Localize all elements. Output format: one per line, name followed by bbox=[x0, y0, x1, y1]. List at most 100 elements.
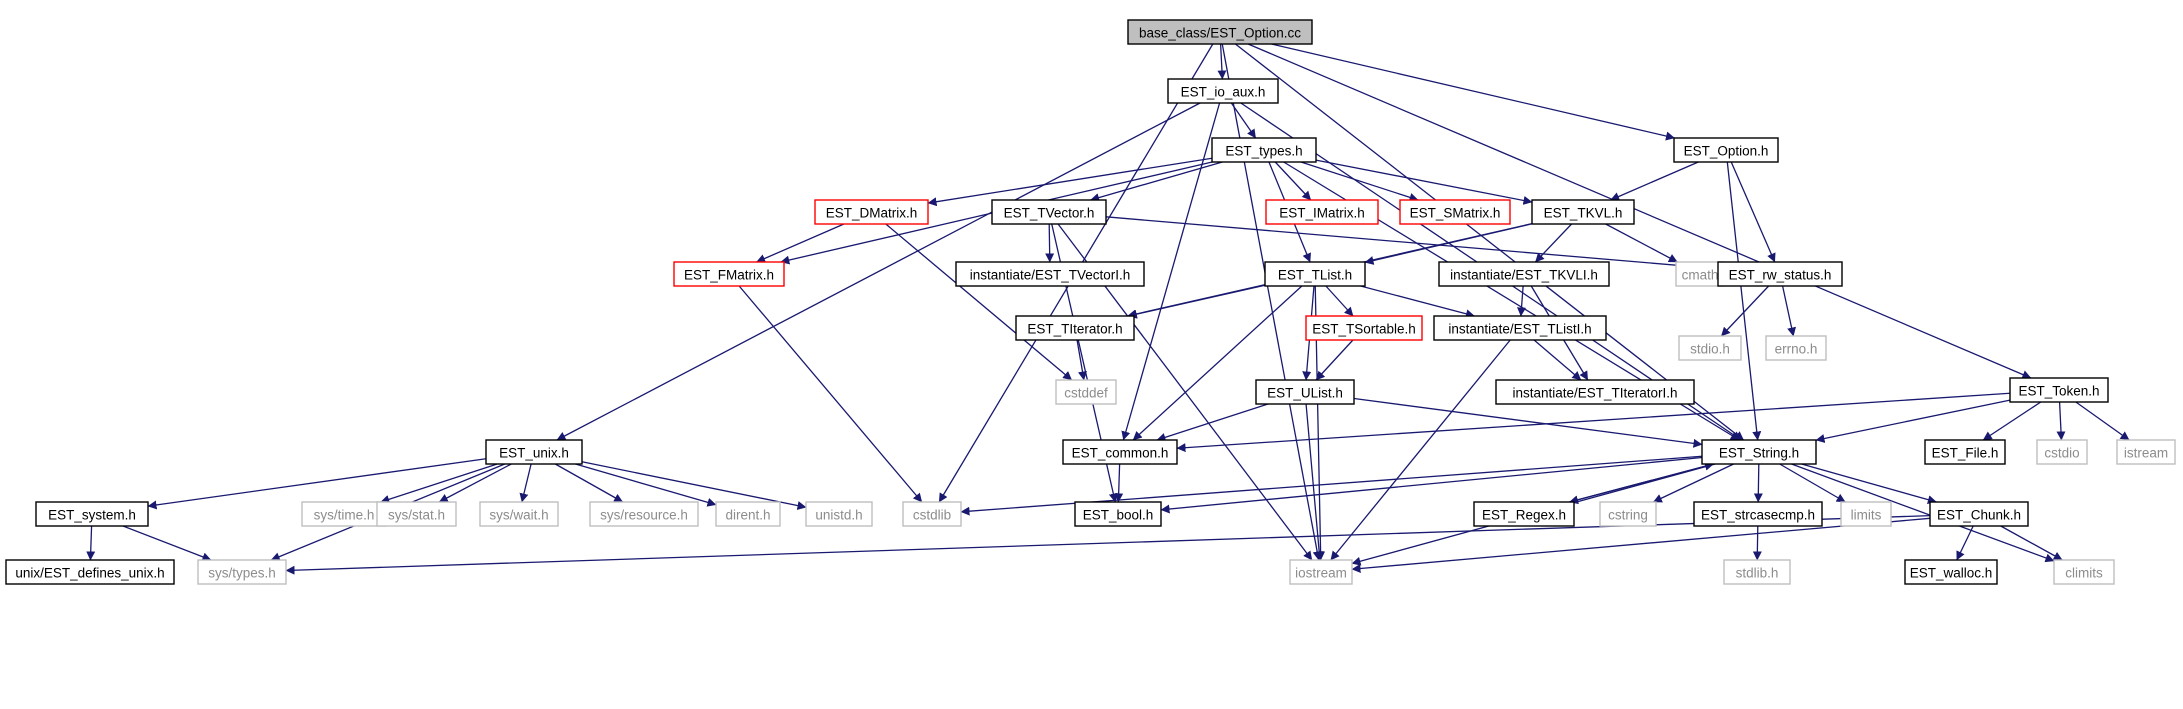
node-box bbox=[1924, 439, 2006, 465]
node-stdlib_h: stdlib.h bbox=[1723, 559, 1791, 585]
node-box bbox=[479, 501, 559, 527]
edge-tlist-to-titerator bbox=[1127, 284, 1266, 319]
node-label: istream bbox=[2124, 446, 2168, 461]
node-tlist[interactable]: EST_TList.h bbox=[1264, 261, 1366, 287]
node-label: cstddef bbox=[1064, 386, 1108, 401]
node-climits: climits bbox=[2053, 559, 2115, 585]
node-box bbox=[1929, 501, 2029, 527]
node-titerator[interactable]: EST_TIterator.h bbox=[1015, 315, 1135, 341]
node-titeratori[interactable]: instantiate/EST_TIteratorI.h bbox=[1495, 379, 1695, 405]
node-root[interactable]: base_class/EST_Option.cc bbox=[1127, 19, 1313, 45]
edge-chunk-to-iostream bbox=[1351, 517, 1931, 573]
node-cstddef: cstddef bbox=[1055, 379, 1117, 405]
edge-strcasecmp-to-stdlib_h bbox=[1752, 525, 1762, 561]
edge-tkvli-to-tlisti bbox=[1517, 285, 1527, 317]
node-label: EST_io_aux.h bbox=[1181, 85, 1266, 100]
node-box bbox=[1673, 137, 1779, 163]
node-label: EST_Token.h bbox=[2018, 384, 2099, 399]
node-label: EST_Chunk.h bbox=[1937, 508, 2021, 523]
node-box bbox=[1473, 501, 1575, 527]
edge-unix_h-to-dirent bbox=[575, 463, 717, 507]
edge-token-to-string bbox=[1815, 399, 2011, 443]
node-chunk[interactable]: EST_Chunk.h bbox=[1929, 501, 2029, 527]
node-token[interactable]: EST_Token.h bbox=[2009, 377, 2109, 403]
node-box bbox=[1904, 559, 1998, 585]
node-label: cstring bbox=[1608, 508, 1648, 523]
edge-chunk-to-climits bbox=[2000, 525, 2063, 561]
edge-chunk-to-walloc bbox=[1956, 525, 1974, 561]
node-label: stdio.h bbox=[1690, 342, 1730, 357]
node-label: EST_File.h bbox=[1932, 446, 1999, 461]
node-sysres: sys/resource.h bbox=[589, 501, 699, 527]
edge-unix_h-to-sysstat bbox=[438, 463, 512, 503]
node-tlisti[interactable]: instantiate/EST_TListI.h bbox=[1433, 315, 1607, 341]
node-label: cstdlib bbox=[913, 508, 951, 523]
edge-tsortable-to-ulist bbox=[1315, 339, 1354, 381]
edge-token-to-cstdio bbox=[2056, 401, 2066, 441]
node-box bbox=[1055, 379, 1117, 405]
node-label: EST_UList.h bbox=[1267, 386, 1343, 401]
edge-tlisti-to-iostream bbox=[1330, 339, 1511, 561]
node-walloc[interactable]: EST_walloc.h bbox=[1904, 559, 1998, 585]
edge-tvector-to-tvectori bbox=[1045, 223, 1055, 263]
node-box bbox=[1840, 501, 1892, 527]
node-regex[interactable]: EST_Regex.h bbox=[1473, 501, 1575, 527]
node-strcasecmp[interactable]: EST_strcasecmp.h bbox=[1693, 501, 1823, 527]
edge-unix_h-to-system bbox=[147, 458, 487, 510]
node-label: cstdio bbox=[2044, 446, 2079, 461]
edge-io_aux-to-types bbox=[1230, 102, 1257, 139]
node-string[interactable]: EST_String.h bbox=[1701, 439, 1817, 465]
node-tkvl[interactable]: EST_TKVL.h bbox=[1531, 199, 1635, 225]
edge-system-to-systypes bbox=[122, 525, 212, 562]
node-box bbox=[1433, 315, 1607, 341]
edge-option_h-to-tkvl bbox=[1610, 161, 1699, 201]
node-tvectori[interactable]: instantiate/EST_TVectorI.h bbox=[955, 261, 1145, 287]
node-label: limits bbox=[1851, 508, 1882, 523]
node-cstdio: cstdio bbox=[2036, 439, 2088, 465]
node-label: dirent.h bbox=[725, 508, 770, 523]
edge-fmatrix-to-cstdlib bbox=[738, 285, 923, 503]
edge-root-to-iostream bbox=[1221, 43, 1322, 561]
node-tsortable[interactable]: EST_TSortable.h bbox=[1305, 315, 1423, 341]
node-label: EST_DMatrix.h bbox=[826, 206, 918, 221]
node-types[interactable]: EST_types.h bbox=[1211, 137, 1317, 163]
node-common[interactable]: EST_common.h bbox=[1062, 439, 1178, 465]
node-label: stdlib.h bbox=[1736, 566, 1779, 581]
node-dmatrix[interactable]: EST_DMatrix.h bbox=[814, 199, 929, 225]
node-box bbox=[1062, 439, 1178, 465]
node-tvector[interactable]: EST_TVector.h bbox=[991, 199, 1107, 225]
edge-tlisti-to-titeratori bbox=[1533, 339, 1582, 381]
node-box bbox=[1678, 335, 1742, 361]
node-label: base_class/EST_Option.cc bbox=[1139, 26, 1301, 41]
node-file_h[interactable]: EST_File.h bbox=[1924, 439, 2006, 465]
edge-rw_status-to-stdio_h bbox=[1720, 285, 1770, 337]
node-label: EST_IMatrix.h bbox=[1279, 206, 1365, 221]
node-tkvli[interactable]: instantiate/EST_TKVLI.h bbox=[1438, 261, 1610, 287]
node-label: EST_SMatrix.h bbox=[1410, 206, 1501, 221]
node-label: EST_FMatrix.h bbox=[684, 268, 774, 283]
node-iostream: iostream bbox=[1289, 559, 1353, 585]
edge-token-to-common bbox=[1176, 392, 2011, 453]
node-box bbox=[902, 501, 962, 527]
node-label: EST_system.h bbox=[48, 508, 136, 523]
node-box bbox=[1723, 559, 1791, 585]
node-ulist[interactable]: EST_UList.h bbox=[1255, 379, 1355, 405]
edge-io_aux-to-unix_h bbox=[556, 102, 1201, 441]
node-system[interactable]: EST_system.h bbox=[35, 501, 149, 527]
node-label: sys/stat.h bbox=[388, 508, 445, 523]
node-box bbox=[2036, 439, 2088, 465]
node-smatrix[interactable]: EST_SMatrix.h bbox=[1399, 199, 1511, 225]
node-option_h[interactable]: EST_Option.h bbox=[1673, 137, 1779, 163]
node-label: EST_TIterator.h bbox=[1027, 322, 1122, 337]
node-box bbox=[1255, 379, 1355, 405]
node-fmatrix[interactable]: EST_FMatrix.h bbox=[673, 261, 785, 287]
node-rw_status[interactable]: EST_rw_status.h bbox=[1717, 261, 1843, 287]
node-unix_h[interactable]: EST_unix.h bbox=[485, 439, 583, 465]
node-label: EST_types.h bbox=[1225, 144, 1302, 159]
node-imatrix[interactable]: EST_IMatrix.h bbox=[1265, 199, 1379, 225]
node-defines_unix[interactable]: unix/EST_defines_unix.h bbox=[5, 559, 175, 585]
node-io_aux[interactable]: EST_io_aux.h bbox=[1167, 78, 1279, 104]
node-cmath: cmath bbox=[1675, 261, 1725, 287]
node-bool[interactable]: EST_bool.h bbox=[1074, 501, 1162, 527]
node-label: errno.h bbox=[1775, 342, 1818, 357]
